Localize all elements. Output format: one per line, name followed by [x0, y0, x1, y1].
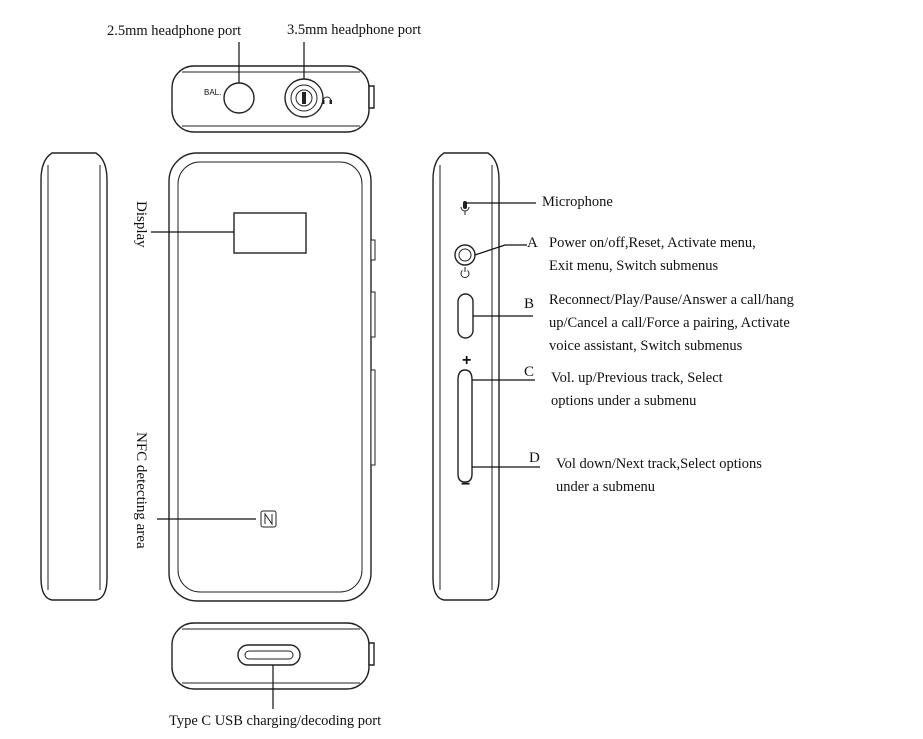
button-a-desc-line1: Power on/off,Reset, Activate menu,	[549, 235, 756, 251]
button-c-desc-line1: Vol. up/Previous track, Select	[551, 370, 723, 386]
label-3-5mm-port: 3.5mm headphone port	[287, 22, 422, 38]
button-b-multifunction	[457, 293, 474, 339]
top-view	[171, 65, 375, 133]
volume-minus-sign: −	[461, 476, 471, 493]
front-view	[168, 152, 376, 602]
button-b-letter: B	[524, 296, 535, 312]
button-a-desc-line2: Exit menu, Switch submenus	[549, 258, 719, 274]
button-cd-volume-rocker	[457, 369, 473, 483]
port-2-5mm	[223, 82, 255, 114]
label-bal: BAL.	[204, 88, 222, 97]
headphone-icon	[322, 96, 332, 102]
left-side-body	[40, 152, 108, 601]
button-d-letter: D	[529, 450, 540, 466]
leader-button-a	[474, 244, 506, 256]
bottom-view	[171, 622, 375, 690]
button-c-desc-line2: options under a submenu	[551, 393, 697, 409]
label-nfc-area: NFC detecting area	[133, 432, 149, 549]
left-side-view	[40, 152, 108, 601]
label-display: Display	[133, 201, 149, 248]
button-b-desc-line1: Reconnect/Play/Pause/Answer a call/hang	[549, 292, 794, 308]
right-side-view	[432, 152, 500, 601]
label-usb-port: Type C USB charging/decoding port	[169, 713, 382, 729]
button-a-power	[454, 244, 476, 266]
button-d-desc-line2: under a submenu	[556, 479, 656, 495]
button-c-letter: C	[524, 364, 535, 380]
port-3-5mm-pin	[302, 92, 306, 104]
top-view-body	[171, 65, 370, 133]
button-d-desc-line1: Vol down/Next track,Select options	[556, 456, 762, 472]
button-b-desc-line3: voice assistant, Switch submenus	[549, 338, 743, 354]
volume-plus-sign: +	[462, 352, 472, 369]
nfc-icon	[260, 510, 277, 528]
display-window	[233, 212, 307, 254]
power-icon	[460, 267, 470, 279]
label-microphone: Microphone	[542, 194, 613, 210]
usb-c-port	[237, 644, 301, 666]
top-view-side-button	[368, 85, 375, 109]
button-a-letter: A	[527, 235, 538, 251]
button-b-desc-line2: up/Cancel a call/Force a pairing, Activa…	[549, 315, 790, 331]
label-2-5mm-port: 2.5mm headphone port	[107, 23, 242, 39]
